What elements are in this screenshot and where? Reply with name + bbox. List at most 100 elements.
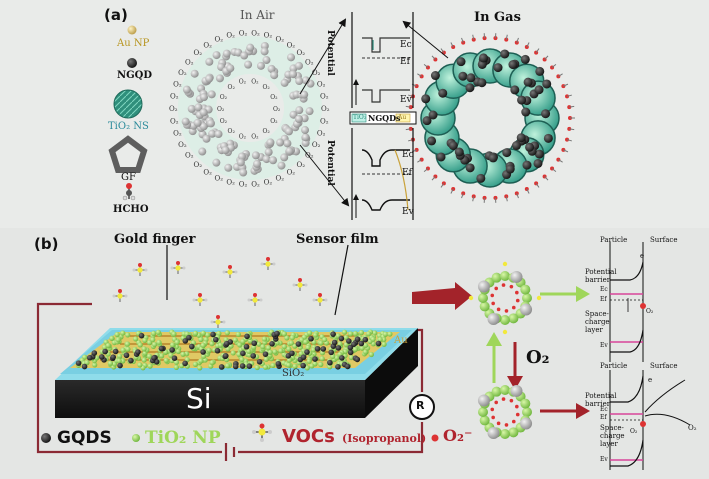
top-particle-label: Particle [600, 236, 628, 244]
film-tio2-particle [366, 331, 372, 337]
air-oxygen-tag: O₂ [276, 35, 285, 43]
air-oxygen-tag: O₂ [320, 92, 329, 100]
film-tio2-particle [272, 349, 278, 355]
ring-gqd-particle [520, 303, 533, 316]
ring-tio2-particle [520, 398, 531, 409]
air-sphere [276, 138, 285, 147]
panel-b-label: (b) [34, 235, 59, 253]
air-oxygen-tag: O₂ [251, 29, 260, 37]
ring-o2-ion [490, 407, 495, 412]
film-tio2-particle [348, 331, 354, 337]
gold-finger-label: Gold finger [114, 232, 196, 247]
film-tio2-particle [303, 339, 309, 345]
film-tio2-particle [261, 336, 268, 342]
bottom-ef-label: Ef [600, 414, 607, 421]
top-ef-label: Ef [600, 296, 607, 303]
o2-down-arrow [507, 342, 523, 390]
bottom-o2s-label: O₂ [630, 428, 638, 435]
gas-ngqd-sphere [456, 57, 466, 67]
ring-o2-ion [501, 283, 506, 287]
air-oxygen-tag: O₂ [251, 181, 260, 189]
gas-molecule-bond [423, 168, 429, 173]
film-gqd-particle [214, 347, 221, 354]
film-gqd-particle [339, 355, 345, 361]
film-tio2-particle [237, 342, 243, 348]
film-tio2-particle [359, 345, 365, 351]
ring-o2-ion [515, 290, 519, 295]
film-gqd-particle [331, 339, 338, 346]
film-gqd-particle [91, 350, 98, 356]
film-tio2-particle [292, 363, 298, 369]
gas-ngqd-sphere [543, 133, 553, 143]
tio2-ns-legend-label: TiO₂ NS [108, 121, 149, 132]
film-tio2-particle [151, 341, 158, 348]
air-oxygen-tag: O₂ [185, 152, 194, 160]
film-gqd-particle [186, 334, 192, 341]
gas-ngqd-sphere [448, 141, 458, 151]
film-tio2-particle [304, 365, 310, 371]
film-gqd-particle [86, 354, 93, 361]
gas-ngqd-sphere [488, 153, 498, 163]
air-oxygen-tag: O₂ [287, 41, 296, 49]
film-gqd-particle [210, 331, 216, 338]
gas-ngqd-sphere [502, 148, 512, 158]
film-gqd-particle [251, 340, 258, 347]
film-tio2-particle [382, 331, 389, 337]
air-sphere [205, 57, 214, 66]
film-tio2-particle [224, 363, 231, 369]
gas-molecule-bond [431, 55, 436, 60]
in-air-title: In Air [240, 8, 275, 22]
air-sphere [300, 90, 309, 99]
film-tio2-particle [262, 364, 269, 370]
air-oxygen-tag: O₂ [317, 130, 326, 138]
gf-pentagon-icon [108, 135, 148, 173]
air-oxygen-tag: O₂ [203, 169, 212, 177]
film-tio2-particle [362, 349, 369, 355]
ngqd-legend-label: NGQD [117, 70, 153, 81]
band-diagram-bottom [351, 128, 414, 220]
film-tio2-particle [251, 344, 257, 350]
ring-o2-ion [501, 397, 506, 401]
ring-o2-ion [504, 423, 509, 427]
ring-o2-ion [511, 419, 516, 424]
film-gqd-particle [346, 338, 352, 344]
film-tio2-particle [254, 364, 260, 371]
film-gqd-particle [112, 348, 119, 355]
air-oxygen-tag: O₂ [264, 179, 273, 187]
film-gqd-particle [354, 356, 361, 363]
gas-ngqd-sphere [523, 77, 533, 87]
film-tio2-particle [267, 349, 273, 355]
gqds-legend-label: GQDS [57, 428, 112, 448]
tio2-np-legend-dot [132, 434, 140, 442]
air-to-band-arrow-2 [299, 144, 350, 207]
air-oxygen-tag: O₂ [296, 161, 305, 169]
ring-tio2-particle [491, 272, 502, 283]
gas-molecule-bond [461, 37, 464, 43]
voc-molecule [260, 257, 276, 270]
air-sphere [294, 114, 303, 123]
film-gqd-particle [274, 330, 280, 337]
air-sphere [301, 126, 310, 135]
bottom-ec-label: Ec [600, 406, 608, 413]
air-oxygen-tag: O₂ [203, 41, 212, 49]
gas-molecule-bond [450, 188, 454, 194]
air-sphere [246, 43, 255, 52]
voc-molecule [222, 265, 238, 278]
gas-molecule-bond [408, 94, 414, 97]
gas-molecule-bond [526, 188, 530, 194]
in-gas-title: In Gas [474, 10, 521, 25]
top-potential-barrier-label: Potential barrier [585, 268, 617, 284]
air-oxygen-tag: O₂ [264, 31, 273, 39]
film-tio2-particle [348, 354, 354, 361]
air-inner-oxygen-tag: O₂ [251, 79, 259, 86]
film-tio2-particle [289, 335, 295, 341]
ring-tio2-particle [478, 407, 488, 417]
air-sphere [240, 51, 249, 60]
air-sphere [253, 159, 262, 168]
gas-ngqd-sphere [534, 85, 544, 95]
ef-top-label: Ef [400, 57, 410, 67]
ring-o2-ion [494, 286, 499, 291]
film-tio2-particle [142, 337, 148, 343]
film-gqd-particle [347, 349, 354, 356]
film-tio2-particle [120, 330, 126, 336]
